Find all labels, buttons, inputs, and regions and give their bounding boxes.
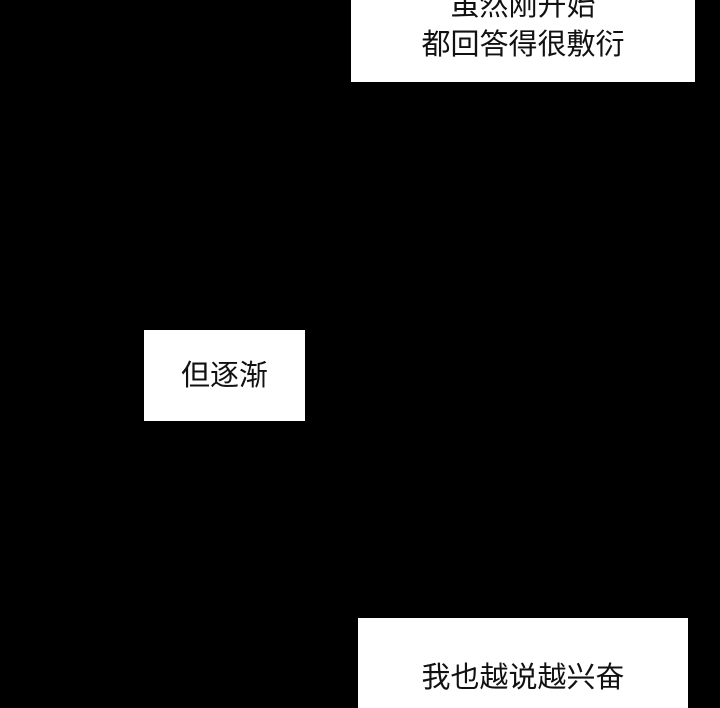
caption-line: 都回答得很敷衍 (421, 27, 625, 61)
caption-line: 虽然刚开始 (450, 0, 596, 22)
caption-box-bottom: 我也越说越兴奋 (358, 618, 688, 708)
caption-line: 但逐渐 (180, 358, 268, 392)
caption-line: 我也越说越兴奋 (421, 660, 625, 694)
caption-box-top: 虽然刚开始 都回答得很敷衍 (351, 0, 695, 82)
caption-box-middle: 但逐渐 (144, 330, 305, 421)
